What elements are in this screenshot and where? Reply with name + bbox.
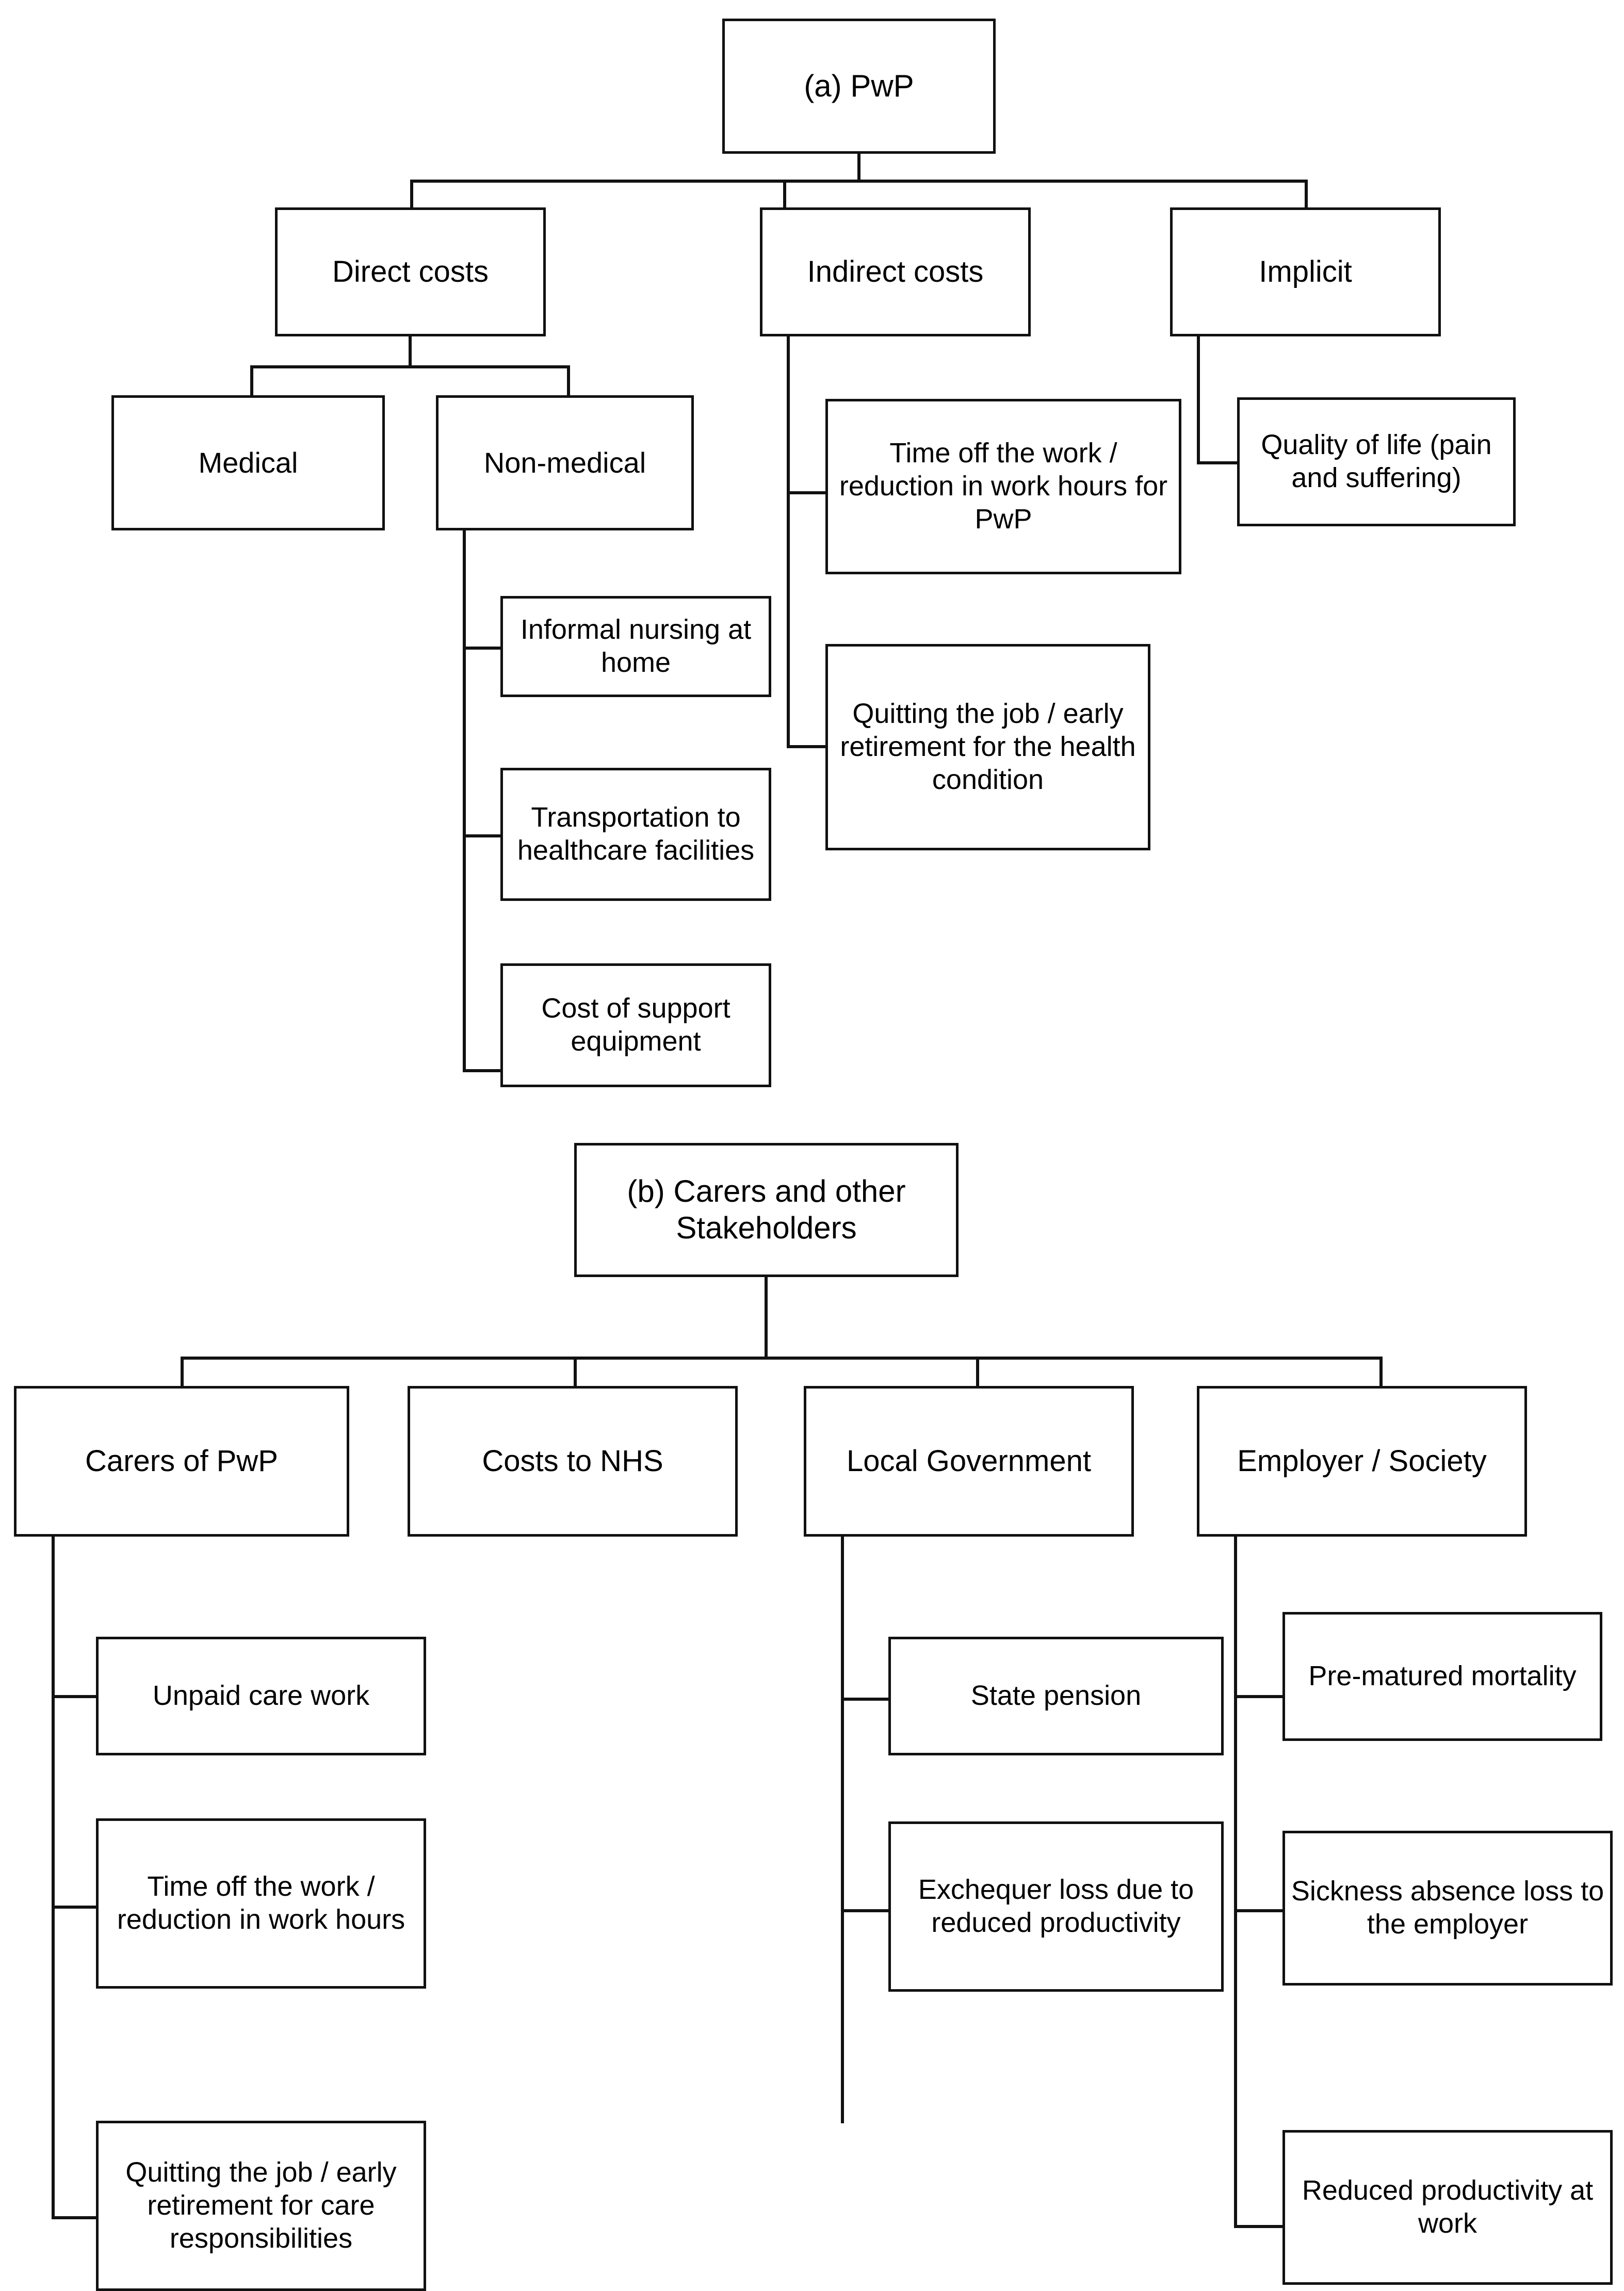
connector-elbow-quitting-health — [787, 745, 831, 748]
connector-drop-carers — [181, 1357, 184, 1389]
connector-drop-nhs — [574, 1357, 577, 1389]
node-label: State pension — [970, 1680, 1142, 1712]
node-label: Indirect costs — [807, 254, 984, 288]
node-costs-to-nhs: Costs to NHS — [408, 1386, 738, 1537]
node-label: Quitting the job / early retirement for … — [840, 698, 1136, 795]
connector-elbow-carers-quitting — [52, 2216, 98, 2219]
node-carers-root: (b) Carers and other Stakeholders — [574, 1143, 959, 1277]
connector-direct-bus — [250, 365, 570, 368]
node-non-medical: Non-medical — [436, 395, 694, 530]
connector-level1-b-bus — [181, 1357, 1383, 1360]
node-label: Reduced productivity at work — [1302, 2175, 1594, 2239]
connector-drop-implicit — [1305, 180, 1308, 209]
node-unpaid-care-work: Unpaid care work — [96, 1637, 426, 1755]
connector-root-b-stem — [765, 1275, 768, 1307]
node-state-pension: State pension — [888, 1637, 1224, 1755]
connector-elbow-sickness-absence — [1234, 1909, 1286, 1912]
connector-elbow-reduced-productivity — [1234, 2225, 1286, 2228]
connector-carers-spine — [52, 1535, 55, 2219]
connector-drop-employer — [1379, 1357, 1383, 1389]
connector-drop-indirect — [783, 180, 786, 209]
node-carers-of-pwp: Carers of PwP — [14, 1386, 349, 1537]
connector-employer-spine — [1234, 1535, 1237, 2227]
node-label: Costs to NHS — [482, 1444, 663, 1478]
node-indirect-costs: Indirect costs — [760, 207, 1031, 336]
node-label: Informal nursing at home — [520, 614, 752, 678]
node-label: Pre-matured mortality — [1308, 1660, 1577, 1692]
node-reduced-productivity-at-work: Reduced productivity at work — [1282, 2130, 1613, 2285]
node-local-government: Local Government — [804, 1386, 1134, 1537]
node-quality-of-life: Quality of life (pain and suffering) — [1237, 397, 1516, 526]
node-carers-quitting-job: Quitting the job / early retirement for … — [96, 2121, 426, 2291]
node-label: Local Government — [847, 1444, 1091, 1478]
node-label: Direct costs — [332, 254, 489, 288]
node-label: Quality of life (pain and suffering) — [1261, 429, 1492, 493]
connector-elbow-transportation — [463, 834, 501, 837]
connector-elbow-carers-time-off — [52, 1906, 98, 1909]
node-employer-society: Employer / Society — [1197, 1386, 1527, 1537]
connector-elbow-exchequer-loss — [841, 1909, 891, 1912]
connector-elbow-support-equipment — [463, 1069, 501, 1072]
node-quitting-job-health-condition: Quitting the job / early retirement for … — [825, 644, 1150, 850]
connector-implicit-spine — [1197, 335, 1200, 464]
connector-indirect-spine — [787, 335, 790, 748]
connector-drop-direct — [410, 180, 413, 209]
node-carers-time-off-work: Time off the work / reduction in work ho… — [96, 1818, 426, 1989]
node-label: Implicit — [1259, 254, 1352, 288]
connector-drop-medical — [250, 365, 253, 397]
connector-drop-nonmedical — [567, 365, 570, 397]
node-pwp-root: (a) PwP — [722, 19, 996, 154]
node-label: Exchequer loss due to reduced productivi… — [918, 1874, 1194, 1938]
node-label: Cost of support equipment — [541, 993, 730, 1057]
node-time-off-work-pwp: Time off the work / reduction in work ho… — [825, 399, 1181, 574]
connector-elbow-time-off-pwp — [787, 491, 831, 494]
node-label: (b) Carers and other Stakeholders — [627, 1174, 906, 1245]
node-label: Carers of PwP — [85, 1444, 278, 1478]
node-label: (a) PwP — [804, 68, 914, 103]
node-label: Non-medical — [483, 446, 646, 479]
connector-nonmedical-spine — [463, 530, 466, 1072]
node-label: Employer / Society — [1237, 1444, 1487, 1478]
connector-direct-stem — [409, 335, 412, 367]
node-informal-nursing-at-home: Informal nursing at home — [500, 596, 771, 697]
node-cost-of-support-equipment: Cost of support equipment — [500, 963, 771, 1087]
connector-root-stem — [857, 152, 860, 182]
connector-drop-local-gov — [976, 1357, 979, 1389]
connector-elbow-state-pension — [841, 1698, 891, 1701]
node-label: Transportation to healthcare facilities — [517, 802, 755, 866]
node-label: Quitting the job / early retirement for … — [125, 2157, 397, 2254]
node-label: Time off the work / reduction in work ho… — [839, 438, 1168, 535]
node-label: Unpaid care work — [152, 1680, 370, 1712]
connector-elbow-premature-mortality — [1234, 1695, 1286, 1698]
node-exchequer-loss: Exchequer loss due to reduced productivi… — [888, 1821, 1224, 1992]
node-direct-costs: Direct costs — [275, 207, 546, 336]
connector-b-bus-riser — [765, 1307, 768, 1359]
node-label: Time off the work / reduction in work ho… — [117, 1871, 405, 1935]
connector-elbow-quality-of-life — [1197, 461, 1241, 464]
node-implicit: Implicit — [1170, 207, 1441, 336]
node-sickness-absence-loss: Sickness absence loss to the employer — [1282, 1831, 1613, 1986]
connector-level1-bus — [410, 180, 1308, 183]
node-label: Medical — [198, 446, 298, 479]
node-transportation-to-healthcare-facilities: Transportation to healthcare facilities — [500, 768, 771, 901]
node-medical: Medical — [111, 395, 385, 530]
node-label: Sickness absence loss to the employer — [1291, 1876, 1604, 1940]
connector-elbow-unpaid-care-work — [52, 1695, 98, 1698]
connector-local-gov-spine — [841, 1535, 844, 2123]
node-pre-matured-mortality: Pre-matured mortality — [1282, 1612, 1602, 1741]
connector-elbow-informal-nursing — [463, 647, 501, 650]
